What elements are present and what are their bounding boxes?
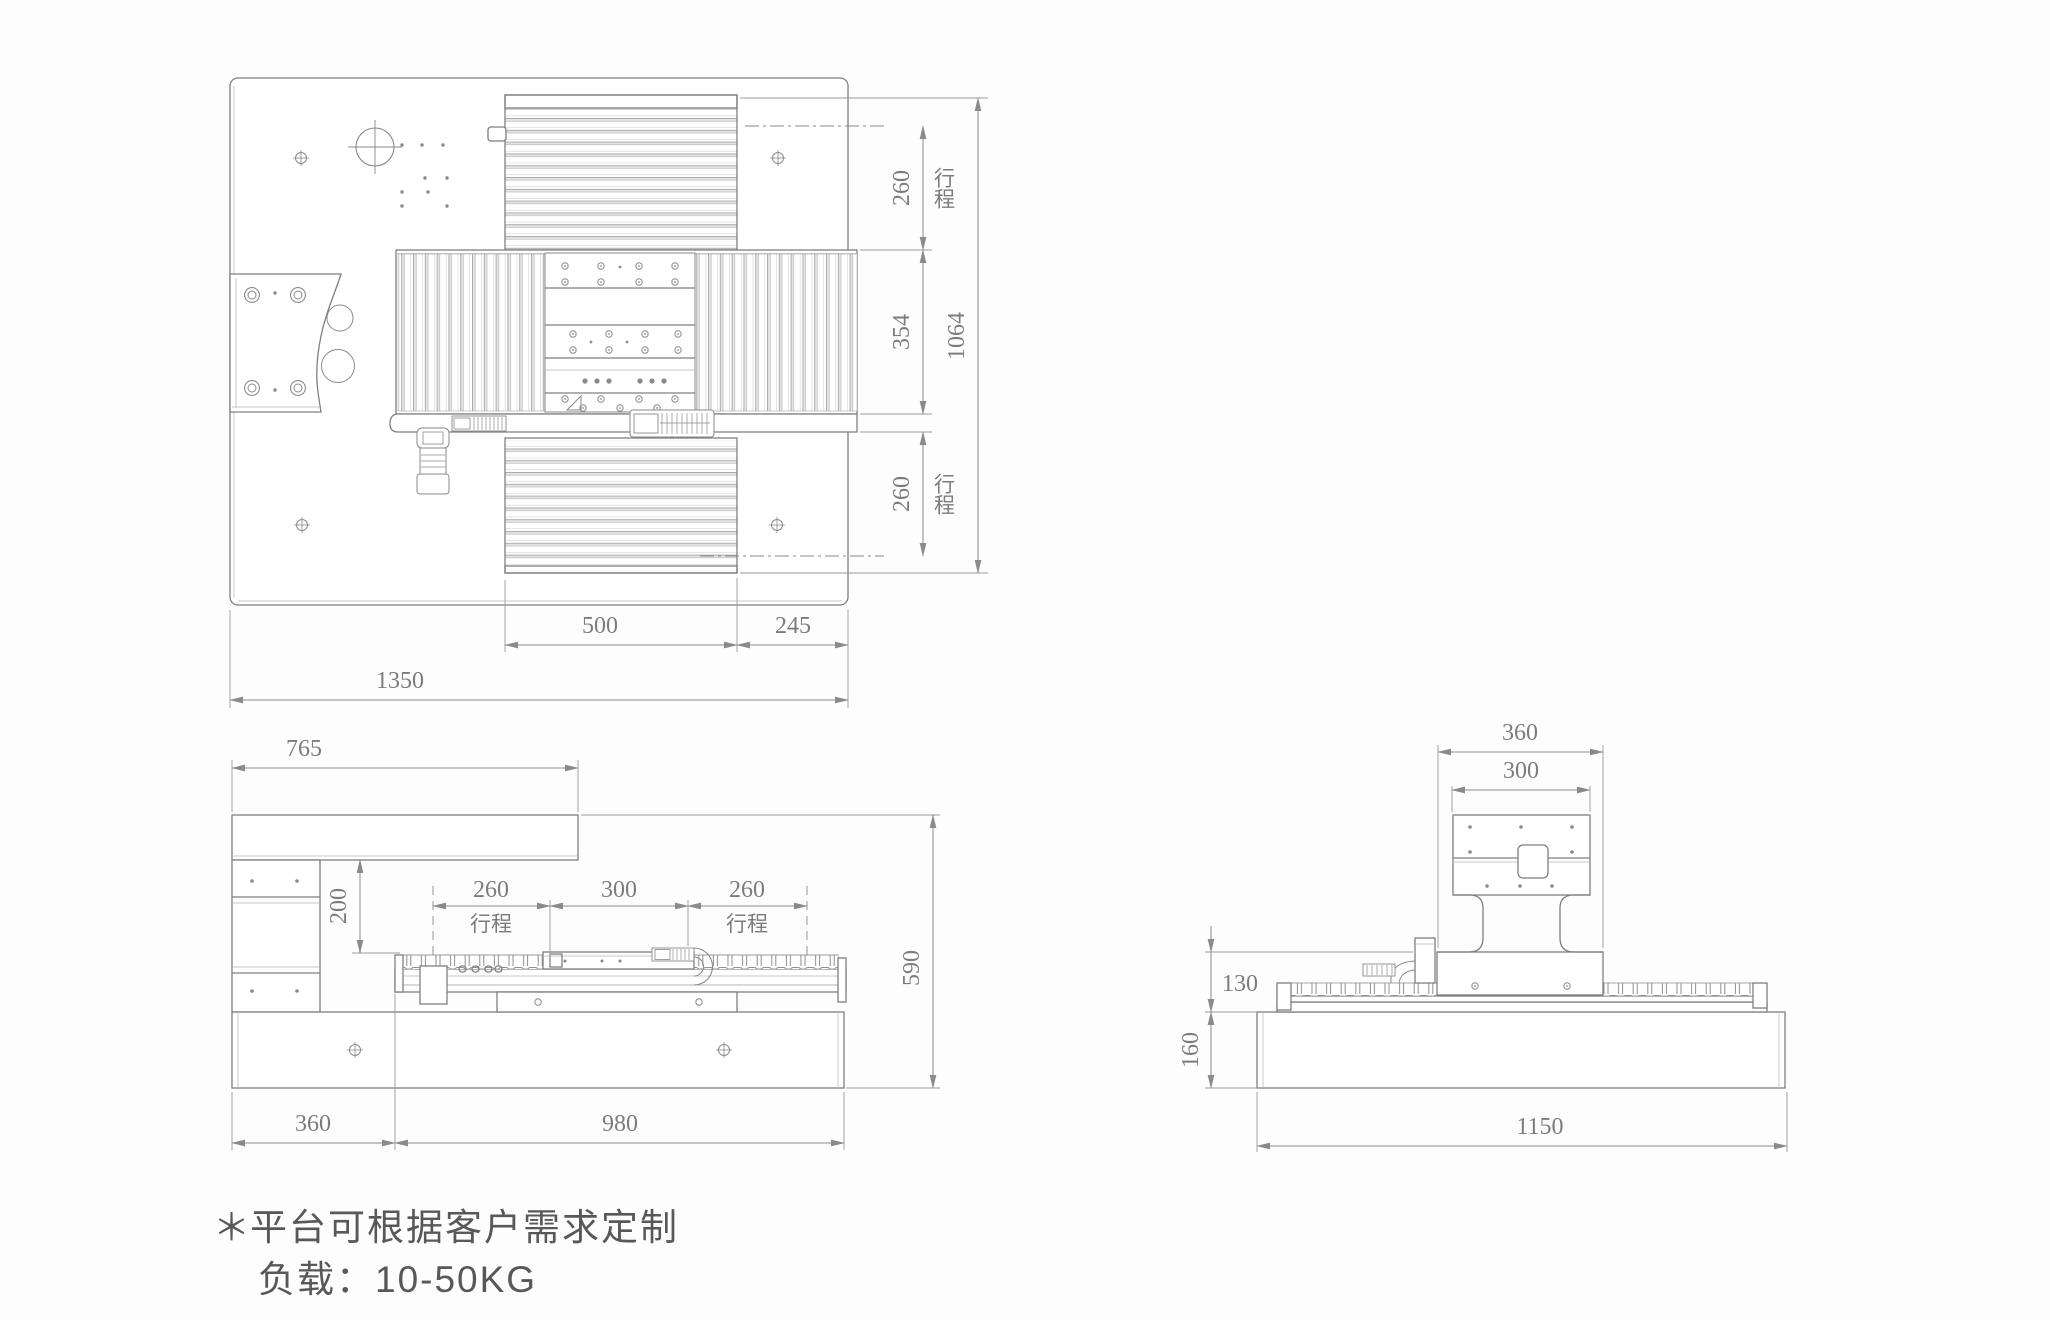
dimensions-top-view: 1064 260 行程 354 260 行程 500 245 1350	[229, 97, 988, 708]
counterbore-hole-icon	[290, 287, 306, 303]
x-carriage-strip	[389, 409, 858, 438]
dim-carriage-height: 354	[889, 314, 915, 350]
dim-stroke-right: 260	[729, 877, 765, 903]
top-view: 1064 260 行程 354 260 行程 500 245 1350	[229, 77, 988, 708]
dim-platform-width: 500	[582, 613, 618, 639]
dim-stroke-top: 260	[889, 170, 915, 206]
dim-overall-width: 1350	[376, 668, 424, 694]
x-rail	[395, 249, 858, 415]
rail-end-cap	[1276, 982, 1292, 1011]
hanging-cable-chain	[416, 427, 450, 495]
dim-slide-length: 300	[601, 877, 637, 903]
counterbore-hole-icon	[244, 287, 260, 303]
cable-chain-left	[451, 415, 507, 432]
rail-end-cap	[1752, 982, 1768, 1009]
support-column	[231, 859, 321, 1013]
t-column	[1437, 814, 1603, 953]
note-star-icon: ＊	[213, 1207, 252, 1248]
motor-block	[419, 965, 448, 1005]
dim-stroke-bottom: 260	[889, 476, 915, 512]
cable-conduit	[1362, 937, 1436, 984]
x-axis-assembly-front	[394, 947, 847, 1013]
dim-clearance: 200	[326, 888, 352, 924]
mounting-platform	[544, 252, 696, 413]
dim-base-height: 160	[1178, 1032, 1204, 1068]
dim-rail-height: 130	[1222, 971, 1258, 997]
cable-chain-u-loop	[651, 947, 713, 986]
dim-stroke-top-label: 行程	[932, 167, 956, 209]
rail-end-cap	[394, 954, 404, 993]
center-tab	[1517, 844, 1549, 879]
dim-overall-height: 1064	[944, 312, 970, 360]
dim-left-offset: 360	[295, 1111, 331, 1137]
dim-beam-length: 765	[286, 736, 322, 762]
dowel-hole-dots	[400, 143, 449, 208]
cable-hole	[321, 349, 355, 383]
dim-rail-length: 980	[602, 1111, 638, 1137]
note-block: ＊ 平台可根据客户需求定制 负载：10-50KG	[213, 1207, 679, 1300]
rail-tab	[487, 126, 507, 142]
front-view: 765 200 260 行程 300 260 行程 590 360	[231, 736, 940, 1150]
dim-stroke-left-label: 行程	[470, 913, 512, 936]
counterbore-hole-icon	[244, 380, 260, 396]
y-rail-lower	[504, 437, 738, 574]
dim-stroke-bottom-label: 行程	[932, 473, 956, 515]
dim-overall-height-front: 590	[899, 950, 925, 986]
cable-chain-right	[629, 409, 715, 438]
datum-flag-icon	[565, 394, 582, 411]
note-line1: 平台可根据客户需求定制	[250, 1207, 679, 1248]
dim-stroke-right-label: 行程	[726, 913, 768, 936]
counterbore-hole-icon	[290, 380, 306, 396]
note-line2: 负载：10-50KG	[258, 1259, 537, 1300]
dimensions-front-view: 765 200 260 行程 300 260 行程 590 360	[231, 736, 940, 1150]
dimensions-side-view: 360 300 130 160 1150	[1178, 720, 1788, 1152]
dim-offset: 245	[775, 613, 811, 639]
base-box-side	[1256, 1011, 1786, 1089]
cable-hole	[326, 304, 354, 332]
gantry-beam	[231, 814, 579, 861]
rail-assembly-side	[1276, 982, 1768, 1013]
side-view: 360 300 130 160 1150	[1178, 720, 1788, 1152]
dim-plate-width: 300	[1503, 758, 1539, 784]
dim-base-width: 1150	[1516, 1114, 1563, 1140]
saddle-plate	[496, 991, 738, 1013]
y-rail-upper	[487, 94, 738, 251]
alignment-target-icon	[348, 120, 402, 174]
base-box-front	[231, 1011, 845, 1089]
cable-bracket	[229, 273, 355, 413]
dim-stroke-left: 260	[473, 877, 509, 903]
carriage-side	[1436, 951, 1604, 996]
rail-end-cap	[837, 957, 847, 1003]
dim-carriage-width: 360	[1502, 720, 1538, 746]
